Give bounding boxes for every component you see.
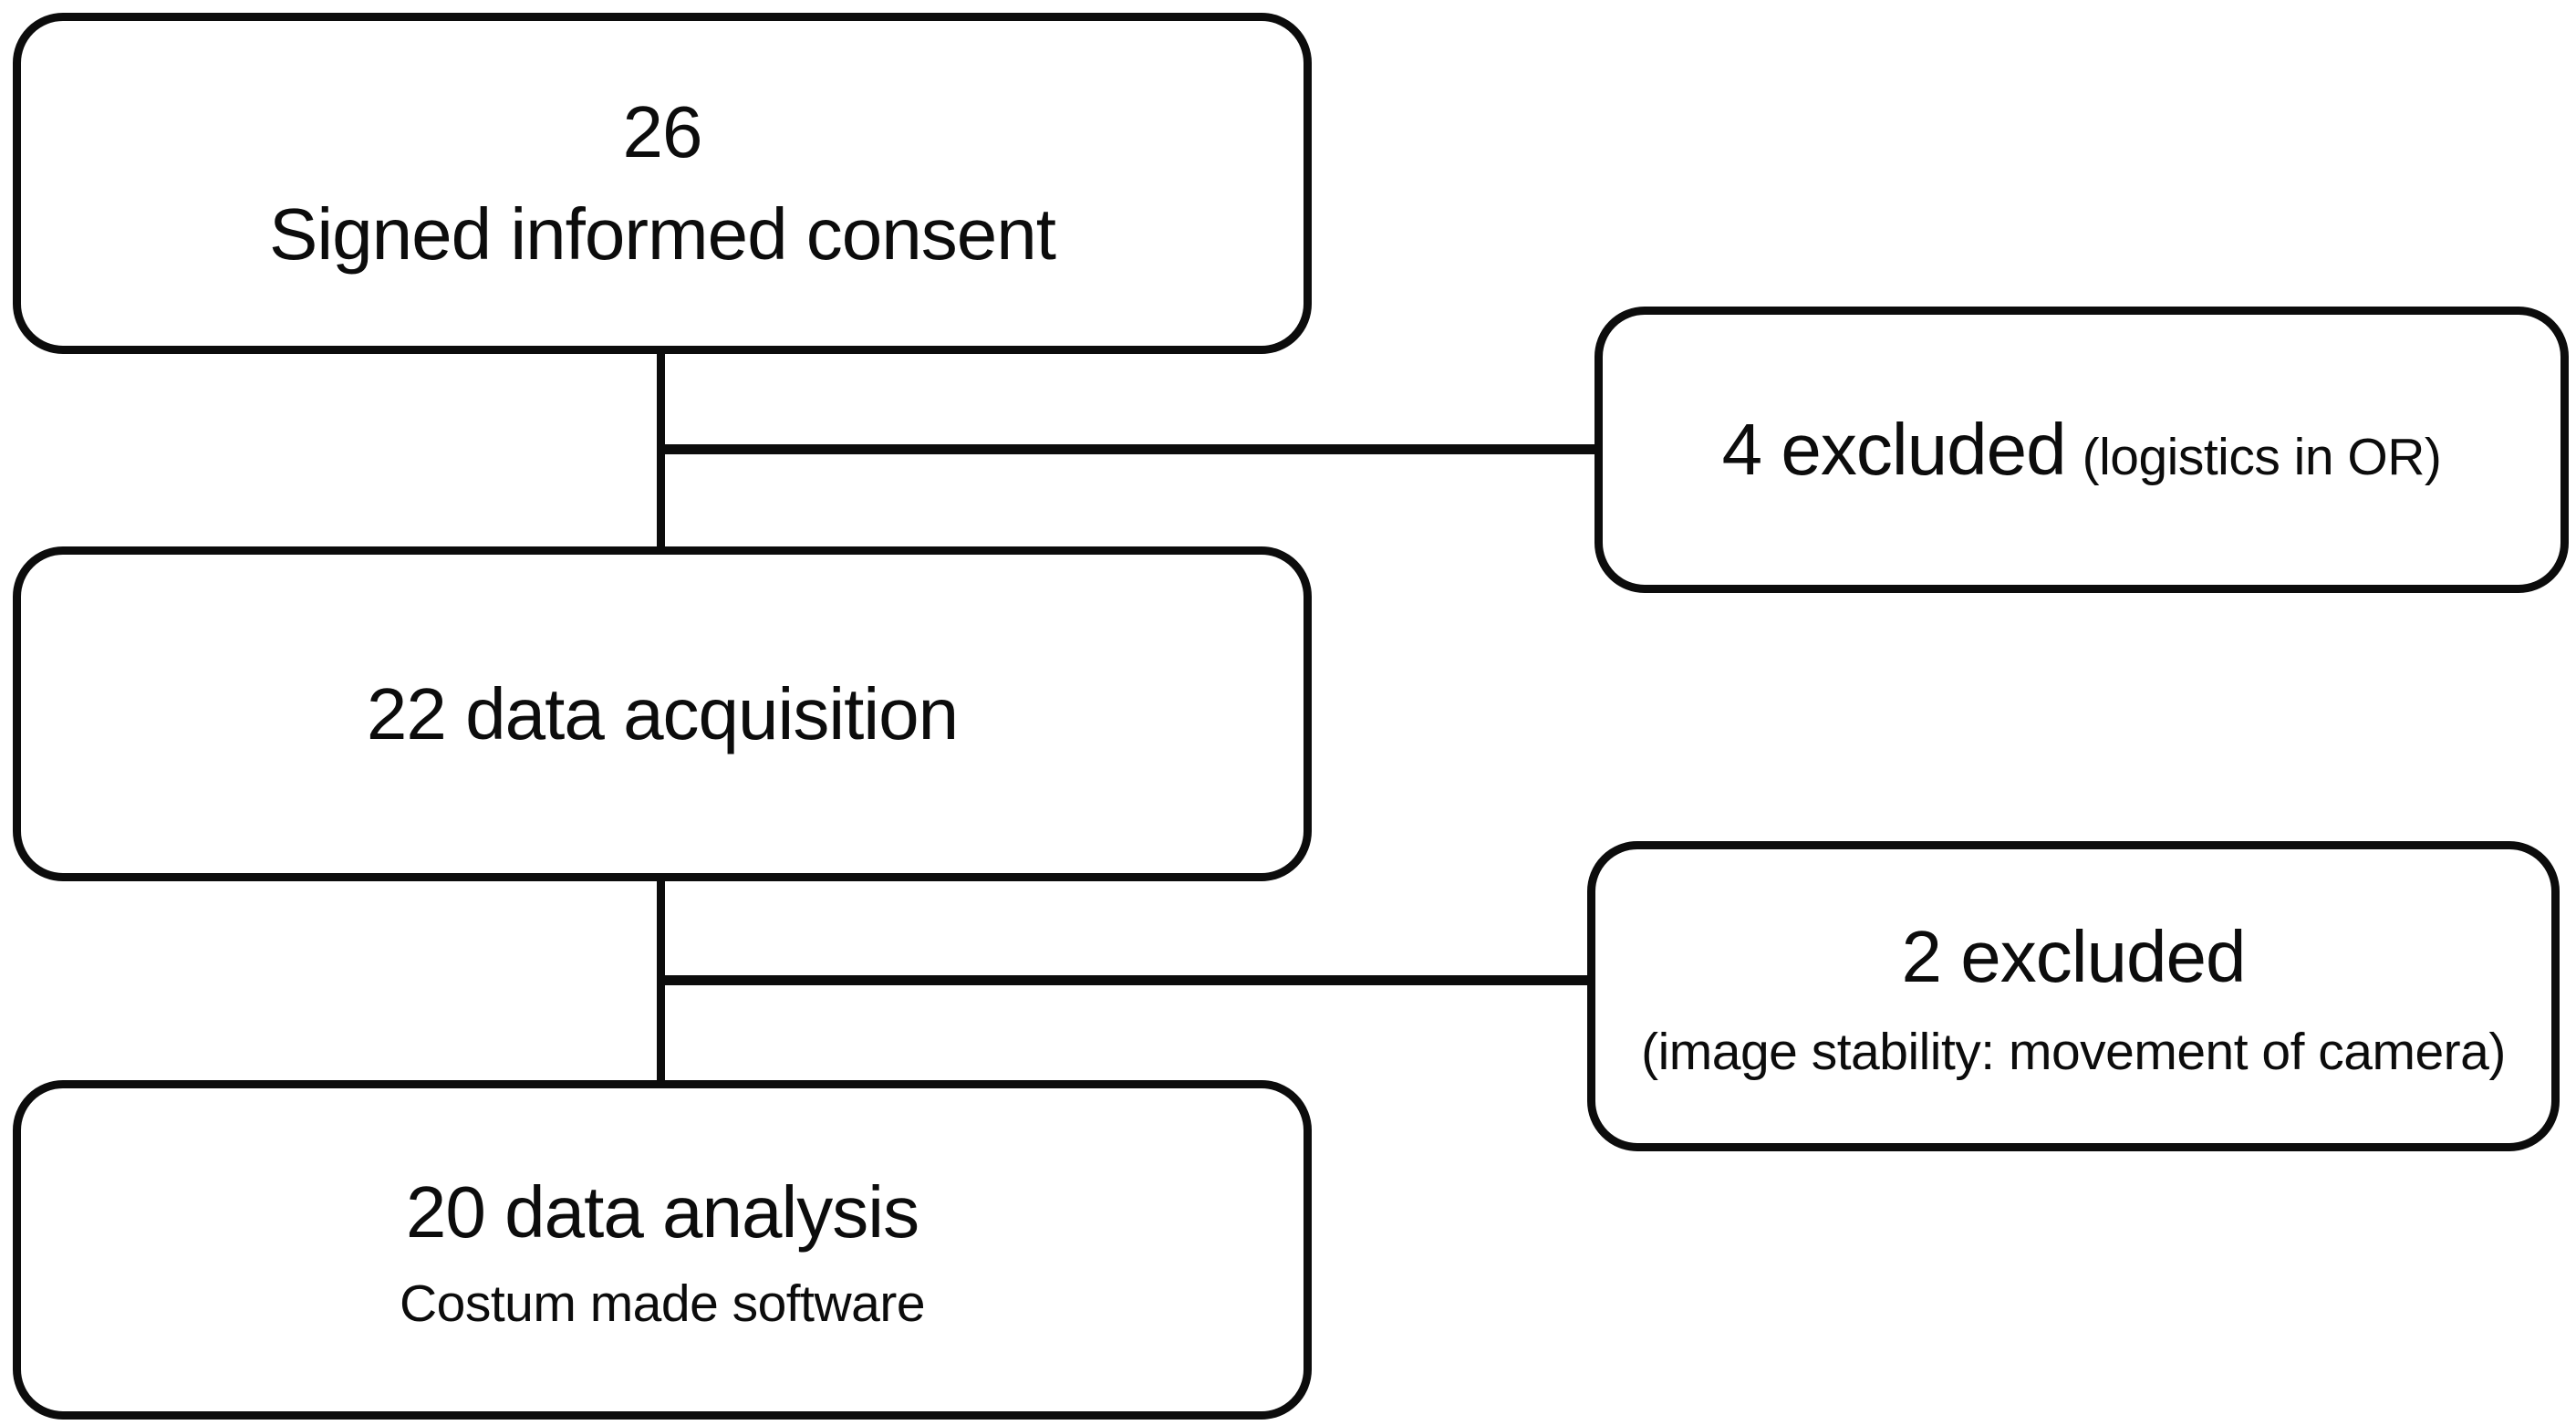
excluded-camera-detail: (image stability: movement of camera): [1641, 1022, 2506, 1081]
connector-branch-to-excluded-logistics: [660, 444, 1597, 454]
node-excluded-camera: 2 excluded (image stability: movement of…: [1587, 841, 2560, 1151]
node-excluded-logistics: 4 excluded (logistics in OR): [1594, 307, 2569, 593]
excluded-camera-main: 2 excluded: [1901, 915, 2247, 997]
consent-label: Signed informed consent: [269, 193, 1056, 275]
excluded-logistics-detail: (logistics in OR): [2082, 428, 2442, 486]
excluded-logistics-main: 4 excluded: [1721, 409, 2067, 490]
acquisition-label: 22 data acquisition: [366, 672, 959, 754]
excluded-logistics-text-row: 4 excluded (logistics in OR): [1722, 399, 2442, 501]
node-signed-informed-consent: 26 Signed informed consent: [13, 13, 1312, 354]
node-data-analysis: 20 data analysis Costum made software: [13, 1080, 1312, 1420]
connector-branch-to-excluded-camera: [660, 975, 1590, 985]
analysis-label: 20 data analysis: [405, 1170, 919, 1253]
consent-count: 26: [622, 91, 703, 172]
analysis-detail: Costum made software: [399, 1274, 926, 1333]
node-data-acquisition: 22 data acquisition: [13, 546, 1312, 881]
